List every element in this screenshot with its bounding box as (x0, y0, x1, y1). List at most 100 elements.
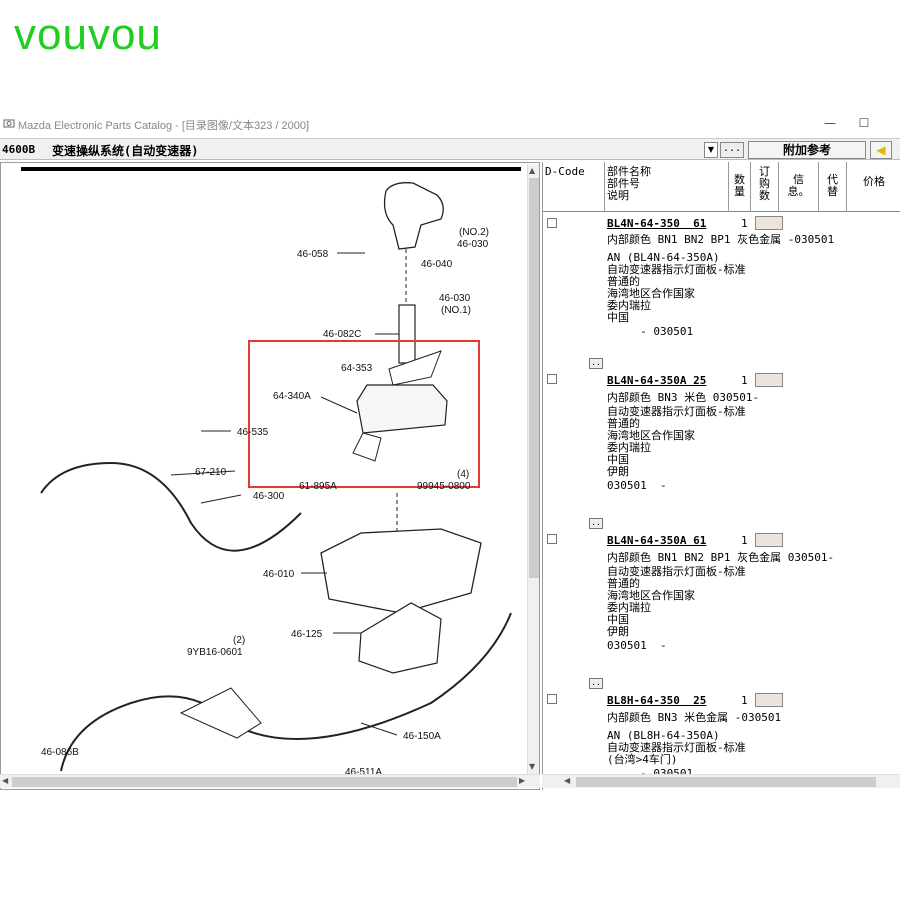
label-46-082c: 46-082C (323, 329, 361, 340)
part-description: (台湾>4车门) (607, 753, 678, 766)
part-description: 中国 (607, 613, 629, 626)
scroll-up-icon[interactable]: ▲ (529, 166, 536, 175)
group-title: 变速操纵系统(自动变速器) (52, 144, 199, 158)
label-99945-0800: 99945-0800 (417, 481, 471, 492)
part-number[interactable]: BL4N-64-350A 61 (607, 534, 707, 547)
browse-button[interactable]: ... (720, 142, 744, 158)
part-description: 内部颜色 BN3 米色 030501- (607, 391, 760, 404)
part-checkbox[interactable] (547, 694, 557, 704)
toolbar: 4600B 变速操纵系统(自动变速器) ▼ ... 附加参考 ◀ (0, 138, 900, 160)
maximize-button[interactable]: ☐ (858, 116, 870, 130)
app-window: Mazda Electronic Parts Catalog - [目录图像/文… (0, 112, 900, 792)
diagram-vscroll-thumb[interactable] (529, 178, 539, 578)
label-64-340a: 64-340A (273, 391, 311, 402)
part-number[interactable]: BL4N-64-350 61 (607, 217, 707, 230)
part-description: 普通的 (607, 417, 640, 430)
header-order-qty: 订购数 (751, 162, 779, 212)
diagram-horizontal-scrollbar[interactable]: ◀ ▶ (0, 774, 540, 788)
shift-knob-shape (383, 182, 444, 250)
part-description: 自动变速器指示灯面板-标准 (607, 741, 746, 754)
part-description: 自动变速器指示灯面板-标准 (607, 263, 746, 276)
more-button[interactable]: .. (589, 358, 603, 369)
part-number[interactable]: BL4N-64-350A 25 (607, 374, 707, 387)
part-checkbox[interactable] (547, 218, 557, 228)
group-dropdown-button[interactable]: ▼ (704, 142, 718, 158)
part-checkbox[interactable] (547, 374, 557, 384)
parts-table-header: D-Code 部件名称部件号说明 数量 订购数 信息。 代替 价格 (543, 162, 900, 212)
order-qty-field[interactable] (755, 216, 783, 230)
order-qty-field[interactable] (755, 373, 783, 387)
part-description: 030501 - (607, 639, 667, 652)
order-qty-field[interactable] (755, 693, 783, 707)
part-description: AN (BL4N-64-350A) (607, 251, 720, 264)
part-description: AN (BL8H-64-350A) (607, 729, 720, 742)
part-number[interactable]: BL8H-64-350 25 (607, 694, 707, 707)
watermark-text: vouvou (14, 10, 162, 59)
label-qty-2: (2) (233, 635, 245, 646)
parts-list-pane[interactable]: D-Code 部件名称部件号说明 数量 订购数 信息。 代替 价格 BL4N-6… (542, 162, 900, 790)
parts-scroll-left-icon[interactable]: ◀ (564, 776, 571, 785)
part-description: - 030501 (607, 325, 694, 338)
header-alternative: 代替 (819, 162, 847, 212)
additional-reference-button[interactable]: 附加参考 (748, 141, 866, 159)
part-description: 委内瑞拉 (607, 299, 651, 312)
label-qty-4: (4) (457, 469, 469, 480)
label-no2: (NO.2) (459, 227, 489, 238)
part-description: 委内瑞拉 (607, 441, 651, 454)
part-description: 海湾地区合作国家 (607, 589, 695, 602)
title-bar: Mazda Electronic Parts Catalog - [目录图像/文… (0, 112, 900, 136)
parts-hscroll-thumb[interactable] (576, 777, 876, 787)
part-quantity: 1 (741, 374, 748, 387)
label-64-353: 64-353 (341, 363, 373, 374)
part-quantity: 1 (741, 534, 748, 547)
part-description: 内部颜色 BN1 BN2 BP1 灰色金属 030501- (607, 551, 835, 564)
back-arrow-icon[interactable]: ◀ (870, 141, 892, 159)
scroll-down-icon[interactable]: ▼ (529, 762, 536, 771)
part-checkbox[interactable] (547, 534, 557, 544)
part-description: 普通的 (607, 577, 640, 590)
group-code: 4600B (2, 143, 36, 156)
part-quantity: 1 (741, 694, 748, 707)
part-description: 自动变速器指示灯面板-标准 (607, 405, 746, 418)
label-46-030-lower: 46-030 (439, 293, 471, 304)
label-46-030-upper: 46-030 (457, 239, 489, 250)
scroll-right-icon[interactable]: ▶ (519, 776, 526, 785)
part-entry[interactable]: BL4N-64-350 61 1 内部颜色 BN1 BN2 BP1 灰色金属 -… (543, 216, 900, 356)
indicator-panel-shape (356, 384, 448, 434)
diagram-vertical-scrollbar[interactable]: ▲ ▼ (527, 164, 539, 774)
more-button[interactable]: .. (589, 518, 603, 529)
more-button[interactable]: .. (589, 678, 603, 689)
header-part-name: 部件名称部件号说明 (605, 162, 729, 212)
part-description: 海湾地区合作国家 (607, 429, 695, 442)
header-price: 价格 (863, 175, 885, 188)
part-entry[interactable]: .. BL4N-64-350A 25 1 内部颜色 BN3 米色 030501-… (543, 356, 900, 516)
part-description: 中国 (607, 311, 629, 324)
part-quantity: 1 (741, 217, 748, 230)
highlight-box (248, 340, 480, 488)
label-46-150a: 46-150A (403, 731, 441, 742)
part-entry[interactable]: .. BL8H-64-350 25 1 内部颜色 BN3 米色金属 -03050… (543, 676, 900, 780)
parts-diagram: 46-058 (NO.2) 46-030 46-040 46-030 (NO.1… (21, 167, 521, 775)
part-description: 海湾地区合作国家 (607, 287, 695, 300)
shifter-base-shape (320, 528, 482, 614)
label-46-010: 46-010 (263, 569, 295, 580)
diagram-hscroll-thumb[interactable] (12, 777, 517, 787)
label-46-535: 46-535 (237, 427, 269, 438)
label-46-125: 46-125 (291, 629, 323, 640)
minimize-button[interactable]: — (824, 116, 836, 130)
scroll-left-icon[interactable]: ◀ (2, 776, 9, 785)
header-quantity: 数量 (729, 162, 751, 212)
shift-lever-shape (398, 304, 416, 364)
order-qty-field[interactable] (755, 533, 783, 547)
part-description: 030501 - (607, 479, 667, 492)
label-61-895a: 61-895A (299, 481, 337, 492)
part-description: 内部颜色 BN1 BN2 BP1 灰色金属 -030501 (607, 233, 835, 246)
parts-horizontal-scrollbar[interactable]: ◀ (542, 774, 900, 788)
app-icon (3, 119, 15, 128)
part-description: 中国 (607, 453, 629, 466)
part-entry[interactable]: .. BL4N-64-350A 61 1 内部颜色 BN1 BN2 BP1 灰色… (543, 516, 900, 676)
header-dcode: D-Code (543, 162, 605, 212)
diagram-pane[interactable]: 46-058 (NO.2) 46-030 46-040 46-030 (NO.1… (0, 162, 540, 790)
label-46-058: 46-058 (297, 249, 329, 260)
label-no1: (NO.1) (441, 305, 471, 316)
